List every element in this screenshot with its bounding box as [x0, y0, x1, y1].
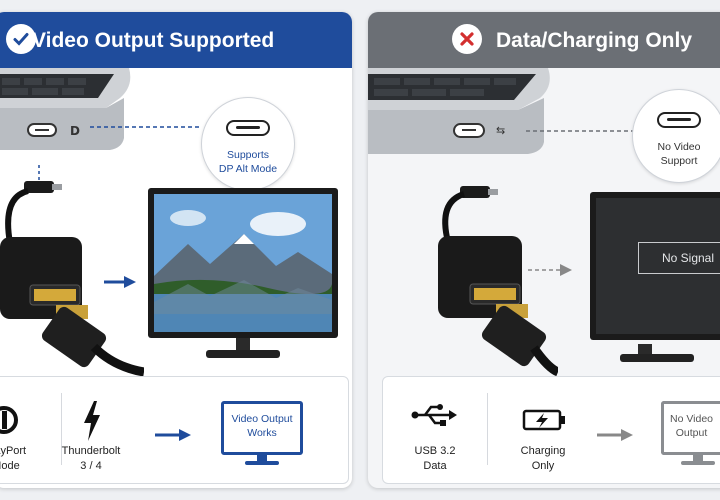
hdmi-adapter-image	[438, 186, 558, 377]
displayport-icon	[0, 406, 18, 434]
arrow-right-icon	[104, 276, 136, 288]
x-icon	[452, 24, 482, 54]
no-signal-message: No Signal	[638, 242, 720, 274]
panel-title: Data/Charging Only	[496, 29, 693, 52]
feature-label-charging: Charging Only	[520, 445, 566, 472]
data-only-panel: Data/Charging Only ⇆ No Video Support	[368, 12, 720, 488]
thunderbolt-icon	[84, 401, 100, 441]
usb-icon	[411, 404, 457, 426]
monitor-landscape-image	[148, 188, 338, 358]
monitor-stand	[693, 455, 703, 462]
monitor-stand	[257, 455, 267, 462]
result-line-1: Video Output	[231, 413, 293, 425]
usb-c-port-icon	[226, 120, 270, 136]
svg-text:D: D	[70, 124, 80, 138]
video-supported-panel: Video Output Supported D Supports DP Alt…	[0, 12, 352, 488]
callout-line-1: Supports	[226, 149, 270, 161]
check-icon	[6, 24, 36, 54]
callout-line-2: Support	[660, 155, 698, 167]
feature-label-displayport: DisplayPort Alt Mode	[0, 445, 27, 472]
usb-c-port-icon	[657, 112, 701, 128]
arrow-right-icon	[155, 429, 191, 441]
callout-line-1: No Video	[657, 141, 701, 153]
result-line-1: No Video	[670, 413, 714, 425]
divider	[61, 393, 62, 465]
laptop-image: ⇆	[368, 68, 558, 168]
features-bar: DisplayPort Alt Mode Thunderbolt 3 / 4 V…	[0, 376, 349, 484]
feature-label-usb: USB 3.2 Data	[414, 445, 456, 472]
monitor-base	[681, 461, 715, 465]
divider	[487, 393, 488, 465]
callout-connector	[90, 126, 202, 128]
video-output-works-monitor: Video Output Works	[221, 401, 303, 455]
callout-line-2: DP Alt Mode	[218, 163, 278, 175]
charging-battery-icon	[522, 409, 565, 431]
data-only-header: Data/Charging Only	[368, 12, 720, 68]
monitor-image	[590, 192, 720, 362]
panel-title: Video Output Supported	[32, 29, 275, 52]
dashed-arrow-right-icon	[528, 264, 572, 276]
video-supported-header: Video Output Supported	[0, 12, 352, 68]
result-line-2: Output	[675, 427, 708, 439]
hdmi-adapter-image	[0, 165, 144, 377]
port-callout: Supports DP Alt Mode	[201, 97, 295, 191]
svg-text:⇆: ⇆	[496, 124, 505, 137]
result-line-2: Works	[247, 427, 277, 439]
feature-label-thunderbolt: Thunderbolt 3 / 4	[61, 445, 121, 472]
callout-connector	[526, 130, 636, 132]
no-video-output-monitor: No Video Output	[661, 401, 720, 455]
features-bar: USB 3.2 Data Charging Only No Video Outp…	[382, 376, 720, 484]
arrow-right-icon	[597, 429, 633, 441]
laptop-image: D	[0, 68, 134, 160]
port-callout: No Video Support	[632, 89, 720, 183]
monitor-base	[245, 461, 279, 465]
